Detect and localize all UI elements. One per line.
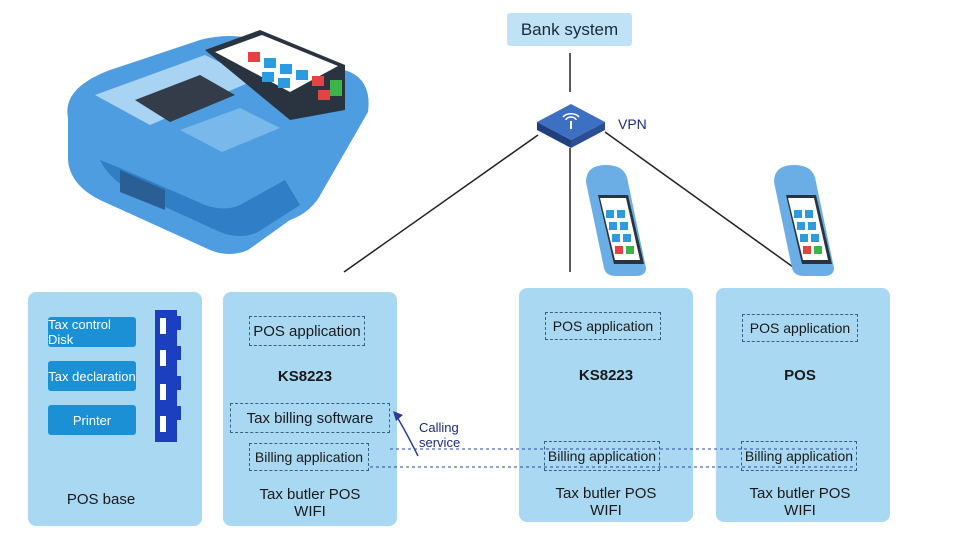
device1-footer-line2: WIFI <box>294 503 326 520</box>
calling-service-line2: service <box>419 435 461 450</box>
device3-footer-line1: Tax butler POS <box>749 485 851 502</box>
tax-control-disk-button[interactable]: Tax control Disk <box>48 317 136 347</box>
router-to-device3-line <box>604 131 801 273</box>
router-icon <box>537 104 605 148</box>
usb-port-icon <box>155 310 181 442</box>
device1-model: KS8223 <box>277 368 333 385</box>
device3-billing-application: Billing application <box>741 441 857 471</box>
tax-declaration-button[interactable]: Tax declaration <box>48 361 136 391</box>
device3-footer: Tax butler POS WIFI <box>716 485 884 519</box>
device3-pos-application: POS application <box>742 314 858 342</box>
device2-model: KS8223 <box>578 367 634 384</box>
handheld-pos-image <box>774 165 834 276</box>
device3-footer-line2: WIFI <box>784 502 816 519</box>
handheld-pos-image <box>586 165 646 276</box>
device2-footer-line1: Tax butler POS <box>555 485 657 502</box>
bank-system-box: Bank system <box>507 13 632 46</box>
device1-tax-billing-software: Tax billing software <box>230 403 390 433</box>
device1-footer-line1: Tax butler POS <box>259 486 361 503</box>
device2-footer: Tax butler POS WIFI <box>519 485 693 519</box>
pos-terminal-with-printer-image <box>67 30 369 254</box>
device2-billing-application: Billing application <box>544 441 660 471</box>
device2-footer-line2: WIFI <box>590 502 622 519</box>
device1-footer: Tax butler POS WIFI <box>223 486 397 520</box>
calling-arrow-icon <box>396 416 419 457</box>
calling-arrow-head-icon <box>393 411 403 421</box>
device2-panel <box>519 288 693 522</box>
calling-service-label: Calling service <box>419 420 460 450</box>
device1-pos-application: POS application <box>249 316 365 346</box>
device3-panel <box>716 288 890 522</box>
pos-base-label: POS base <box>66 491 136 508</box>
device2-pos-application: POS application <box>545 312 661 340</box>
device1-billing-application: Billing application <box>249 443 369 471</box>
printer-button[interactable]: Printer <box>48 405 136 435</box>
device3-model: POS <box>784 367 816 384</box>
calling-service-line1: Calling <box>419 420 459 435</box>
router-to-device1-line <box>343 134 539 273</box>
vpn-label: VPN <box>618 116 647 132</box>
device1-panel <box>223 292 397 526</box>
